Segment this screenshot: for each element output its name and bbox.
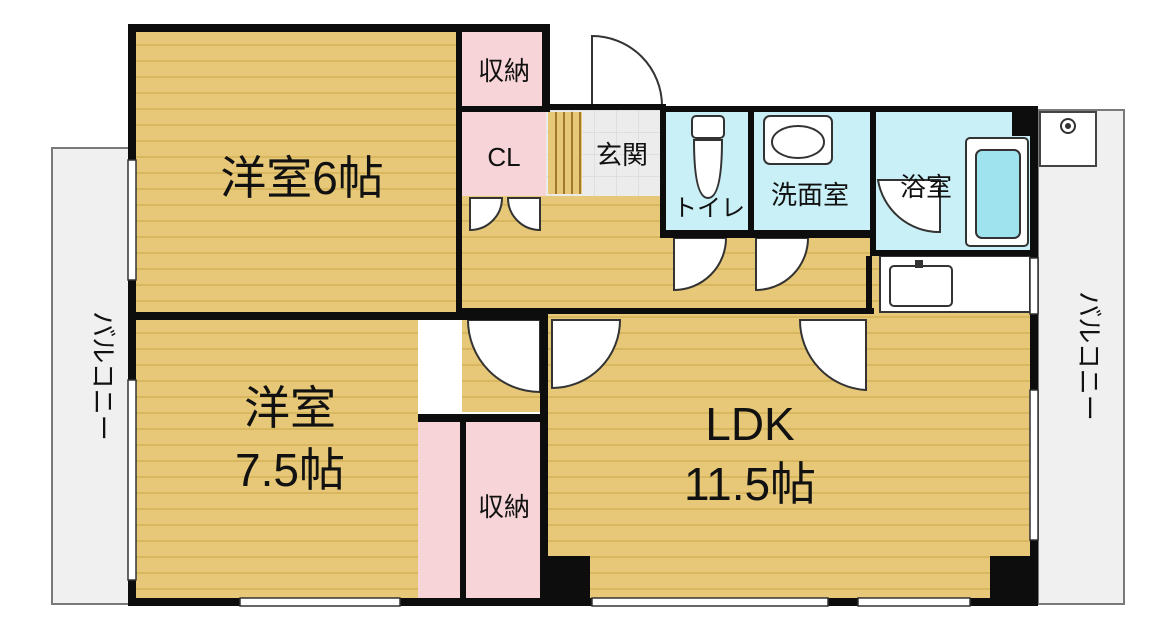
ldk-floor — [546, 312, 1034, 604]
bathroom-door-icon — [876, 179, 941, 234]
storage-mid-floor — [418, 420, 546, 604]
western-75-door-icon — [466, 319, 541, 394]
balcony-left-label: バルコニー — [88, 311, 118, 440]
wash-basin-icon — [763, 115, 833, 165]
ldk-door-2-icon — [798, 319, 867, 392]
closet-floor — [462, 110, 546, 196]
toilet-label: トイレ — [673, 195, 745, 222]
outdoor-unit-icon — [1039, 111, 1097, 167]
ldk-label-line1: LDK — [705, 398, 795, 450]
entrance-step-icon — [548, 112, 582, 194]
storage-top-floor — [462, 30, 546, 106]
ldk-label-line2: 11.5帖 — [684, 458, 816, 510]
balcony-right-area — [1037, 109, 1125, 605]
storage-mid-label: 収納 — [478, 492, 530, 522]
closet-label: CL — [487, 142, 520, 172]
closet-doors-icon — [469, 197, 541, 232]
western-room-6-floor — [136, 30, 460, 312]
storage-top-label: 収納 — [478, 56, 530, 86]
toilet-door-icon — [673, 237, 728, 292]
western-room-75-label-line1: 洋室 — [244, 382, 336, 434]
western-room-6-label: 洋室6帖 — [220, 152, 384, 204]
bathtub-icon — [965, 137, 1029, 247]
balcony-right-label: バルコニー — [1074, 291, 1104, 420]
balcony-left-area — [51, 147, 135, 605]
washroom-door-icon — [755, 237, 810, 292]
bathroom-label: 浴室 — [900, 172, 952, 202]
entrance-door-icon — [591, 34, 664, 107]
toilet-icon — [691, 115, 725, 200]
western-room-75-floor — [136, 318, 418, 604]
kitchen-sink-icon — [879, 255, 1031, 313]
ldk-door-icon — [551, 319, 622, 390]
windows — [127, 159, 1039, 607]
entrance-label: 玄関 — [596, 140, 648, 170]
walls — [128, 24, 1038, 606]
western-room-75-label-line2: 7.5帖 — [235, 444, 345, 496]
washroom-label: 洗面室 — [771, 180, 849, 210]
